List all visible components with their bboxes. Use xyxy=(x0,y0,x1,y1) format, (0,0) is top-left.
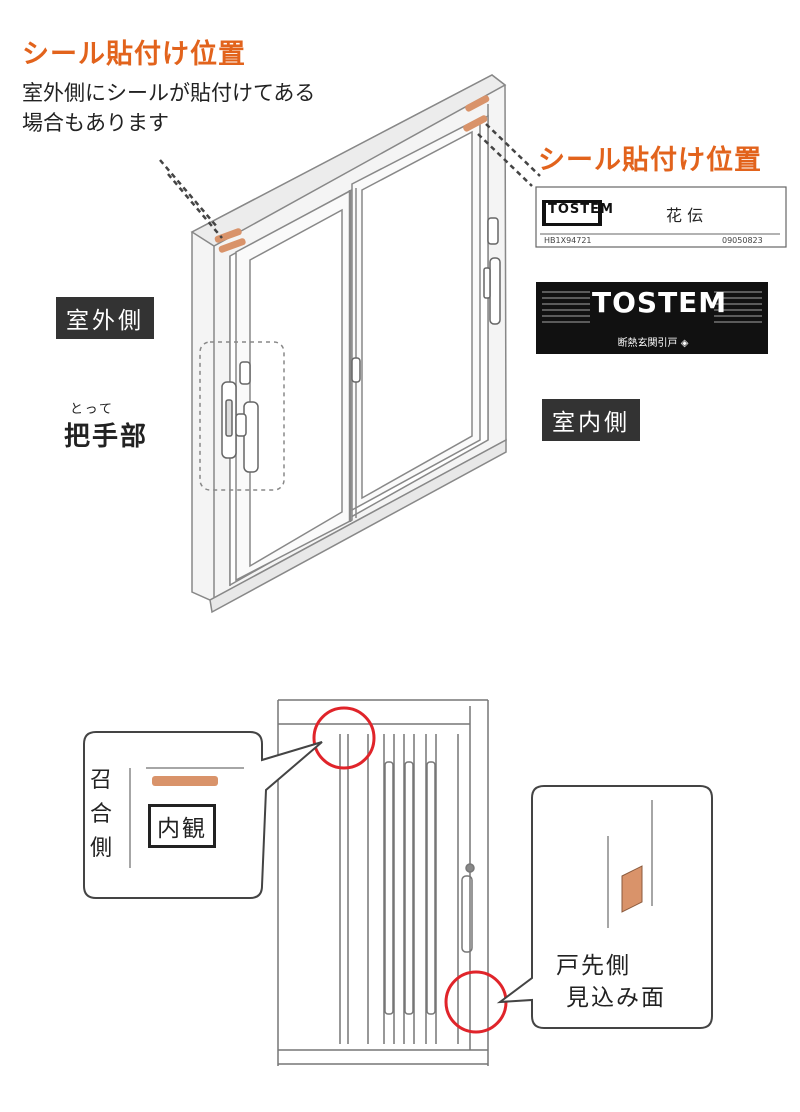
zoom-bubble-door-tip xyxy=(496,785,713,1029)
seal-large-brand: TOSTEM xyxy=(592,286,728,319)
callout-circle-top xyxy=(312,706,376,770)
handle-hardware xyxy=(221,217,501,473)
handle-label: 把手部 xyxy=(64,422,149,452)
indoor-side-label: 室内側 xyxy=(542,399,640,441)
seal-marker-right xyxy=(463,95,490,132)
meeting-side-label: 召 合 側 xyxy=(88,764,114,866)
outdoor-side-label: 室外側 xyxy=(56,297,154,339)
handle-label-ruby: とって xyxy=(70,402,114,417)
seal-small-code-right: 09050823 xyxy=(722,236,763,245)
seal-marker-left xyxy=(214,228,246,253)
meeting-side-char-2: 合 xyxy=(89,802,112,827)
callout-circle-bottom xyxy=(444,970,508,1034)
seal-position-note-line1: 室外側にシールが貼付けてある xyxy=(22,81,316,105)
seal-small-card xyxy=(535,186,787,248)
face-label: 見込み面 xyxy=(566,985,666,1011)
seal-large-card xyxy=(536,282,768,354)
door-frame xyxy=(277,699,489,1066)
meeting-side-char-3: 側 xyxy=(89,836,112,861)
inner-view-label: 内観 xyxy=(148,804,216,848)
meeting-side-char-1: 召 xyxy=(89,768,112,793)
seal-small-code-left: HB1X94721 xyxy=(544,236,592,245)
seal-small-brand: TOSTEM xyxy=(548,202,614,217)
seal-position-title-right: シール貼付け位置 xyxy=(538,145,762,176)
handle-area-outline xyxy=(199,341,285,491)
seal-small-text: 花 伝 xyxy=(666,206,704,225)
seal-large-subtitle: 断熱玄関引戸 ◈ xyxy=(617,338,689,349)
window-frame xyxy=(190,74,507,614)
seal-position-title-left: シール貼付け位置 xyxy=(22,39,246,70)
door-tip-side-label: 戸先側 xyxy=(556,953,631,979)
leader-lines-top xyxy=(159,123,541,239)
seal-position-note-line2: 場合もあります xyxy=(22,111,169,135)
